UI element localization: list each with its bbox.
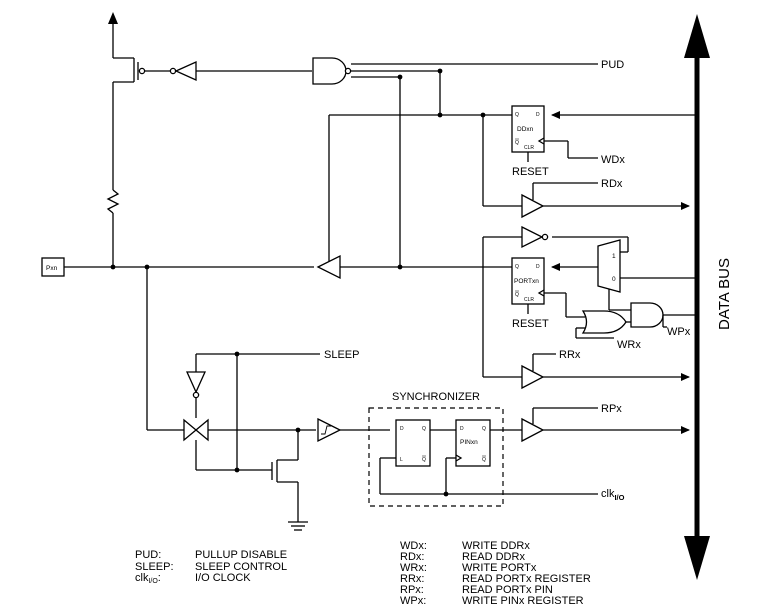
pinxn-label: PINxn xyxy=(460,439,478,446)
svg-text:CLR: CLR xyxy=(524,297,534,303)
rrx-label: RRx xyxy=(559,349,581,361)
wpx-label: WPx xyxy=(667,326,691,338)
legend-desc: WRITE DDRx xyxy=(462,540,530,552)
rdx-buffer: RDx xyxy=(480,112,690,219)
clk-label: clkI/O xyxy=(601,488,625,502)
reset-label-portxn: RESET xyxy=(512,318,549,330)
ddxn-label: DDxn xyxy=(517,126,534,133)
legend-left: PUD: PULLUP DISABLE SLEEP: SLEEP CONTROL… xyxy=(135,549,287,585)
svg-text:Q: Q xyxy=(515,264,519,270)
wrx-or-gate: WRx xyxy=(544,292,641,351)
pin-label: Pxn xyxy=(46,265,58,272)
svg-text:D: D xyxy=(400,426,404,432)
sleep-label: SLEEP xyxy=(324,349,359,361)
svg-text:Q: Q xyxy=(515,292,519,298)
wdx-label: WDx xyxy=(601,154,625,166)
legend-right: WDx: WRITE DDRx RDx: READ DDRx WRx: WRIT… xyxy=(400,540,591,607)
legend-desc: READ PORTx PIN xyxy=(462,584,553,596)
legend-desc: PULLUP DISABLE xyxy=(195,549,287,561)
pull-up-network xyxy=(106,12,312,267)
rdx-label: RDx xyxy=(601,178,623,190)
svg-text:L: L xyxy=(400,457,403,463)
svg-text:D: D xyxy=(460,426,464,432)
legend-desc: READ DDRx xyxy=(462,551,525,563)
rrx-buffer: RRx xyxy=(483,349,690,390)
wpx-and-gate: WPx xyxy=(609,302,697,338)
pud-label: PUD xyxy=(601,59,624,71)
legend-abbr: clkI/O: xyxy=(135,572,161,585)
legend-desc: SLEEP CONTROL xyxy=(195,561,287,573)
legend-abbr: RRx: xyxy=(400,573,424,585)
legend-desc: I/O CLOCK xyxy=(195,572,251,584)
legend-abbr: SLEEP: xyxy=(135,561,174,573)
portxn-label: PORTxn xyxy=(514,278,539,285)
portxn-register: Q D PORTxn Q CLR xyxy=(511,257,545,305)
legend-desc: READ PORTx REGISTER xyxy=(462,573,591,585)
pullup-nand-gate xyxy=(312,57,598,267)
legend-abbr: RDx: xyxy=(400,551,424,563)
legend-desc: WRITE PINx REGISTER xyxy=(462,595,584,607)
wrx-label: WRx xyxy=(617,339,641,351)
svg-text:D: D xyxy=(536,112,540,118)
data-bus: DATA BUS xyxy=(684,14,733,580)
legend-desc: WRITE PORTx xyxy=(462,562,537,574)
legend-abbr: WRx: xyxy=(400,562,427,574)
svg-text:Q: Q xyxy=(515,112,519,118)
toggle-inverter xyxy=(482,225,549,377)
schmitt-trigger xyxy=(317,417,390,443)
pin-pad: Pxn xyxy=(41,257,65,277)
legend-abbr: WDx: xyxy=(400,540,427,552)
data-bus-label: DATA BUS xyxy=(716,258,733,330)
svg-text:0: 0 xyxy=(612,276,616,283)
legend-abbr: PUD: xyxy=(135,549,161,561)
rpx-buffer: RPx xyxy=(521,403,690,443)
synchronizer: SYNCHRONIZER D Q L Q D Q PINxn Q xyxy=(368,391,598,507)
legend-abbr: RPx: xyxy=(400,584,424,596)
rpx-label: RPx xyxy=(601,403,622,415)
svg-text:1: 1 xyxy=(612,253,616,260)
svg-text:Q: Q xyxy=(482,457,486,463)
sleep-control: SLEEP xyxy=(146,267,359,531)
svg-text:Q: Q xyxy=(422,457,426,463)
ddxn-register: Q D DDxn Q CLR xyxy=(511,105,545,153)
reset-label-ddxn: RESET xyxy=(512,166,549,178)
legend-abbr: WPx: xyxy=(400,595,426,607)
synchronizer-label: SYNCHRONIZER xyxy=(392,391,480,403)
svg-text:Q: Q xyxy=(422,426,426,432)
portxn-input-mux: 1 0 xyxy=(551,236,697,310)
svg-text:Q: Q xyxy=(482,426,486,432)
svg-text:Q: Q xyxy=(515,140,519,146)
svg-text:CLR: CLR xyxy=(524,145,534,151)
svg-text:D: D xyxy=(536,264,540,270)
